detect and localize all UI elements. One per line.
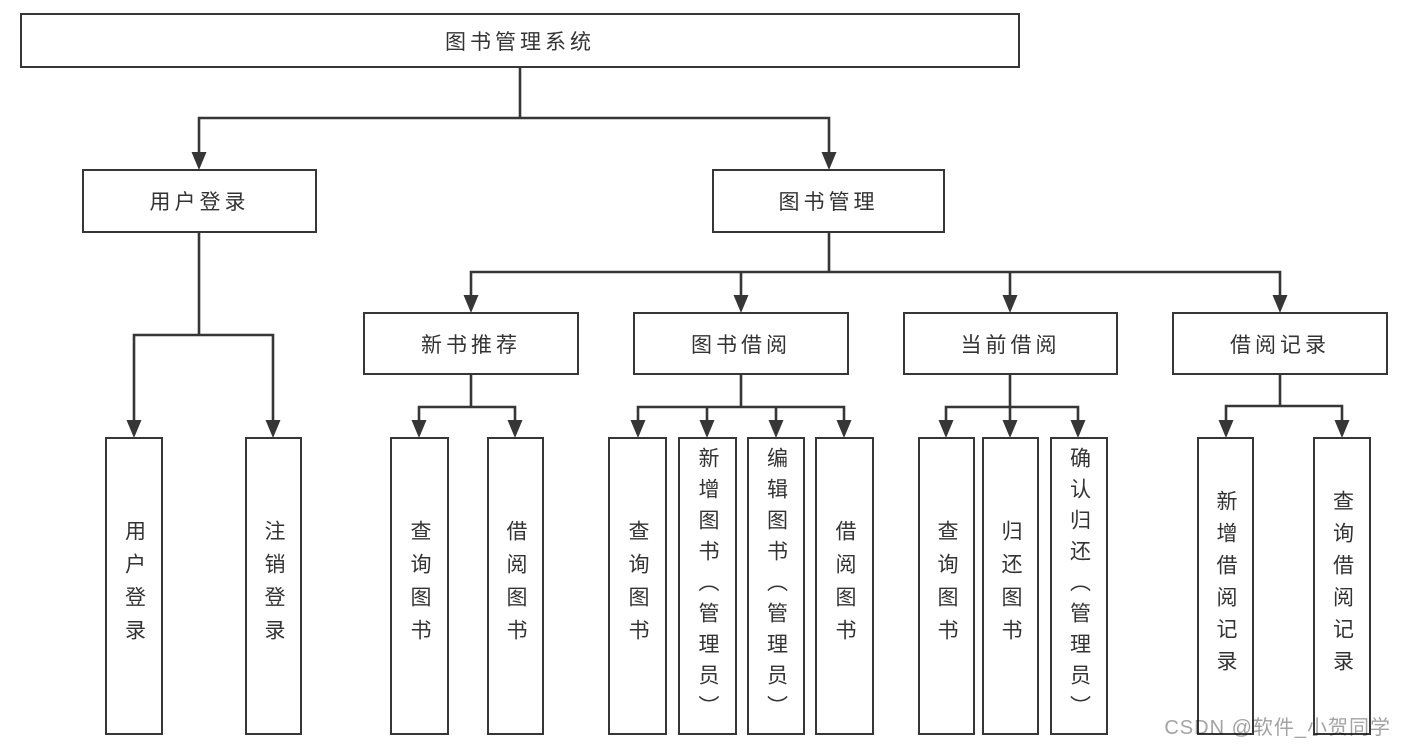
leaf-borrow-book-recommend: 借阅图书	[487, 437, 544, 735]
csdn-watermark: CSDN @软件_小贺同学	[1164, 717, 1391, 739]
node-book-management: 图书管理	[712, 169, 945, 233]
node-user-login-label: 用户登录	[149, 191, 250, 214]
leaf-query-book-recommend: 查询图书	[390, 437, 449, 735]
leaf-return-book-label: 归还图书	[999, 520, 1022, 652]
node-user-login: 用户登录	[82, 169, 317, 233]
tree-connectors	[132, 66, 1344, 426]
leaf-query-book-current-label: 查询图书	[935, 520, 958, 652]
node-current-borrow: 当前借阅	[903, 312, 1118, 375]
leaf-query-book-recommend-label: 查询图书	[408, 520, 431, 652]
leaf-query-book-current: 查询图书	[918, 437, 975, 735]
leaf-borrow-book-recommend-label: 借阅图书	[504, 520, 527, 652]
node-new-book-recommend-label: 新书推荐	[421, 333, 521, 357]
leaf-add-borrow-record: 新增借阅记录	[1197, 437, 1254, 735]
node-new-book-recommend: 新书推荐	[363, 312, 579, 375]
leaf-edit-book-admin-label: 编辑图书（管理员）	[764, 446, 788, 726]
leaf-logout-login: 注销登录	[245, 437, 302, 735]
node-borrow-record-label: 借阅记录	[1230, 333, 1330, 357]
leaf-borrow-book: 借阅图书	[815, 437, 874, 735]
node-root: 图书管理系统	[20, 13, 1020, 68]
leaf-edit-book-admin: 编辑图书（管理员）	[747, 437, 805, 735]
leaf-query-book-borrow: 查询图书	[608, 437, 667, 735]
leaf-query-borrow-record-label: 查询借阅记录	[1330, 490, 1354, 682]
leaf-user-login: 用户登录	[105, 437, 163, 735]
leaf-query-borrow-record: 查询借阅记录	[1313, 437, 1371, 735]
node-book-borrow: 图书借阅	[633, 312, 849, 375]
node-borrow-record: 借阅记录	[1172, 312, 1388, 375]
leaf-logout-login-label: 注销登录	[262, 520, 285, 652]
node-root-label: 图书管理系统	[445, 30, 595, 54]
leaf-add-borrow-record-label: 新增借阅记录	[1214, 490, 1237, 682]
leaf-user-login-label: 用户登录	[122, 520, 146, 652]
leaf-query-book-borrow-label: 查询图书	[626, 520, 649, 652]
node-book-borrow-label: 图书借阅	[691, 333, 791, 357]
leaf-borrow-book-label: 借阅图书	[833, 520, 856, 652]
leaf-confirm-return-admin: 确认归还（管理员）	[1050, 437, 1108, 735]
leaf-return-book: 归还图书	[982, 437, 1039, 735]
leaf-add-book-admin-label: 新增图书（管理员）	[696, 446, 719, 726]
node-book-management-label: 图书管理	[778, 191, 879, 214]
leaf-confirm-return-admin-label: 确认归还（管理员）	[1067, 446, 1091, 726]
leaf-add-book-admin: 新增图书（管理员）	[678, 437, 737, 735]
node-current-borrow-label: 当前借阅	[960, 333, 1061, 357]
